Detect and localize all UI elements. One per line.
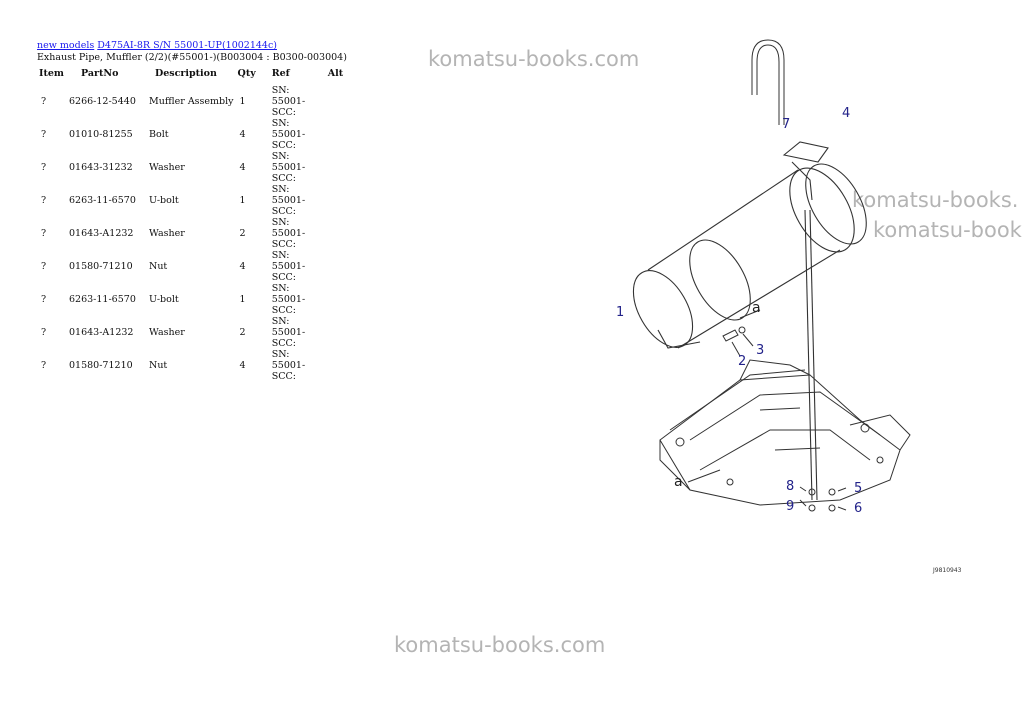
cell-partno: 01643-A1232: [69, 228, 134, 239]
col-ref: Ref: [271, 68, 290, 79]
cell-description: Nut: [149, 261, 168, 272]
cell-qty: 2: [239, 327, 246, 338]
col-partno: PartNo: [81, 68, 119, 79]
table-row: ? 01580-71210 Nut 4 SN: 55001-SCC:: [37, 349, 345, 382]
cell-description: U-bolt: [149, 195, 179, 206]
cell-qty: 4: [239, 129, 246, 140]
bolt-washer-drawing: [722, 326, 754, 357]
label-a-upper: a: [752, 300, 761, 316]
table-row: ? 01010-81255 Bolt 4 SN: 55001-SCC:: [37, 118, 345, 151]
cell-item: ?: [41, 96, 47, 107]
cell-item: ?: [41, 228, 47, 239]
cell-description: Washer: [149, 162, 185, 173]
cell-ref: SN: 55001-SCC:: [271, 283, 306, 316]
watermark-top: komatsu-books.com: [428, 47, 640, 71]
cell-qty: 4: [239, 162, 246, 173]
callout-4: 4: [842, 106, 850, 121]
table-row: ? 01643-31232 Washer 4 SN: 55001-SCC:: [37, 151, 345, 184]
cell-description: Washer: [149, 327, 185, 338]
cell-description: Nut: [149, 360, 168, 371]
table-row: ? 6263-11-6570 U-bolt 1 SN: 55001-SCC:: [37, 283, 345, 316]
callout-9: 9: [786, 499, 794, 514]
cell-alt: [326, 184, 345, 217]
callout-3: 3: [756, 343, 764, 358]
parts-table: Item PartNo Description Qty Ref Alt ? 626…: [37, 66, 345, 382]
watermark-bottom: komatsu-books.com: [394, 633, 606, 657]
cell-alt: [326, 118, 345, 151]
muffler-drawing: [632, 141, 867, 501]
model-link[interactable]: D475AI-8R S/N 55001-UP(1002144c): [97, 40, 277, 51]
cell-qty: 2: [239, 228, 246, 239]
cell-ref: SN: 55001-SCC:: [271, 85, 306, 118]
col-qty: Qty: [237, 68, 256, 79]
table-header-row: Item PartNo Description Qty Ref Alt: [37, 66, 345, 85]
u-bolt-drawing: [751, 39, 785, 125]
cell-partno: 01643-A1232: [69, 327, 134, 338]
cell-partno: 6263-11-6570: [69, 195, 136, 206]
col-alt: Alt: [327, 68, 344, 79]
cell-alt: [326, 85, 345, 118]
cell-partno: 01643-31232: [69, 162, 133, 173]
nuts-drawing: [799, 486, 847, 512]
cell-alt: [326, 283, 345, 316]
cell-alt: [326, 250, 345, 283]
cell-partno: 01580-71210: [69, 261, 133, 272]
cell-ref: SN: 55001-SCC:: [271, 217, 306, 250]
cell-alt: [326, 217, 345, 250]
cell-item: ?: [41, 195, 47, 206]
cell-partno: 6266-12-5440: [69, 96, 136, 107]
cell-description: Muffler Assembly: [149, 96, 234, 107]
table-row: ? 01580-71210 Nut 4 SN: 55001-SCC:: [37, 250, 345, 283]
cell-description: Washer: [149, 228, 185, 239]
cell-qty: 4: [239, 360, 246, 371]
frame-drawing: [659, 359, 911, 506]
table-row: ? 6263-11-6570 U-bolt 1 SN: 55001-SCC:: [37, 184, 345, 217]
col-description: Description: [155, 68, 217, 79]
callout-5: 5: [854, 481, 862, 496]
cell-item: ?: [41, 360, 47, 371]
cell-qty: 1: [239, 195, 246, 206]
cell-ref: SN: 55001-SCC:: [271, 250, 306, 283]
callout-2: 2: [738, 354, 746, 369]
cell-description: U-bolt: [149, 294, 179, 305]
cell-item: ?: [41, 129, 47, 140]
col-item: Item: [39, 68, 64, 79]
cell-ref: SN: 55001-SCC:: [271, 184, 306, 217]
page-subtitle: Exhaust Pipe, Muffler (2/2)(#55001-)(B00…: [37, 52, 347, 63]
callout-8: 8: [786, 479, 794, 494]
cell-partno: 01580-71210: [69, 360, 133, 371]
watermark-right-2: komatsu-book: [873, 218, 1022, 242]
cell-ref: SN: 55001-SCC:: [271, 316, 306, 349]
cell-item: ?: [41, 162, 47, 173]
breadcrumb: new models D475AI-8R S/N 55001-UP(100214…: [37, 40, 277, 51]
cell-alt: [326, 316, 345, 349]
cell-ref: SN: 55001-SCC:: [271, 349, 306, 382]
cell-qty: 4: [239, 261, 246, 272]
cell-partno: 6263-11-6570: [69, 294, 136, 305]
table-row: ? 01643-A1232 Washer 2 SN: 55001-SCC:: [37, 316, 345, 349]
cell-ref: SN: 55001-SCC:: [271, 118, 306, 151]
callout-1: 1: [616, 305, 624, 320]
cell-qty: 1: [239, 294, 246, 305]
callout-7: 7: [782, 117, 790, 132]
cell-ref: SN: 55001-SCC:: [271, 151, 306, 184]
cell-alt: [326, 349, 345, 382]
cell-item: ?: [41, 327, 47, 338]
diagram-code: J9810943: [932, 567, 962, 574]
new-models-link[interactable]: new models: [37, 40, 95, 51]
cell-item: ?: [41, 294, 47, 305]
cell-item: ?: [41, 261, 47, 272]
label-a-lower: a: [674, 474, 683, 490]
table-row: ? 6266-12-5440 Muffler Assembly 1 SN: 55001-…: [37, 85, 345, 118]
muffler-exploded-diagram: 1 2 3 4 5 6 7 8 9 a a J9810943: [616, 39, 962, 574]
cell-qty: 1: [239, 96, 246, 107]
watermark-right-1: komatsu-books.: [852, 188, 1019, 212]
cell-alt: [326, 151, 345, 184]
table-row: ? 01643-A1232 Washer 2 SN: 55001-SCC:: [37, 217, 345, 250]
callout-6: 6: [854, 501, 862, 516]
cell-partno: 01010-81255: [69, 129, 133, 140]
cell-description: Bolt: [149, 129, 169, 140]
